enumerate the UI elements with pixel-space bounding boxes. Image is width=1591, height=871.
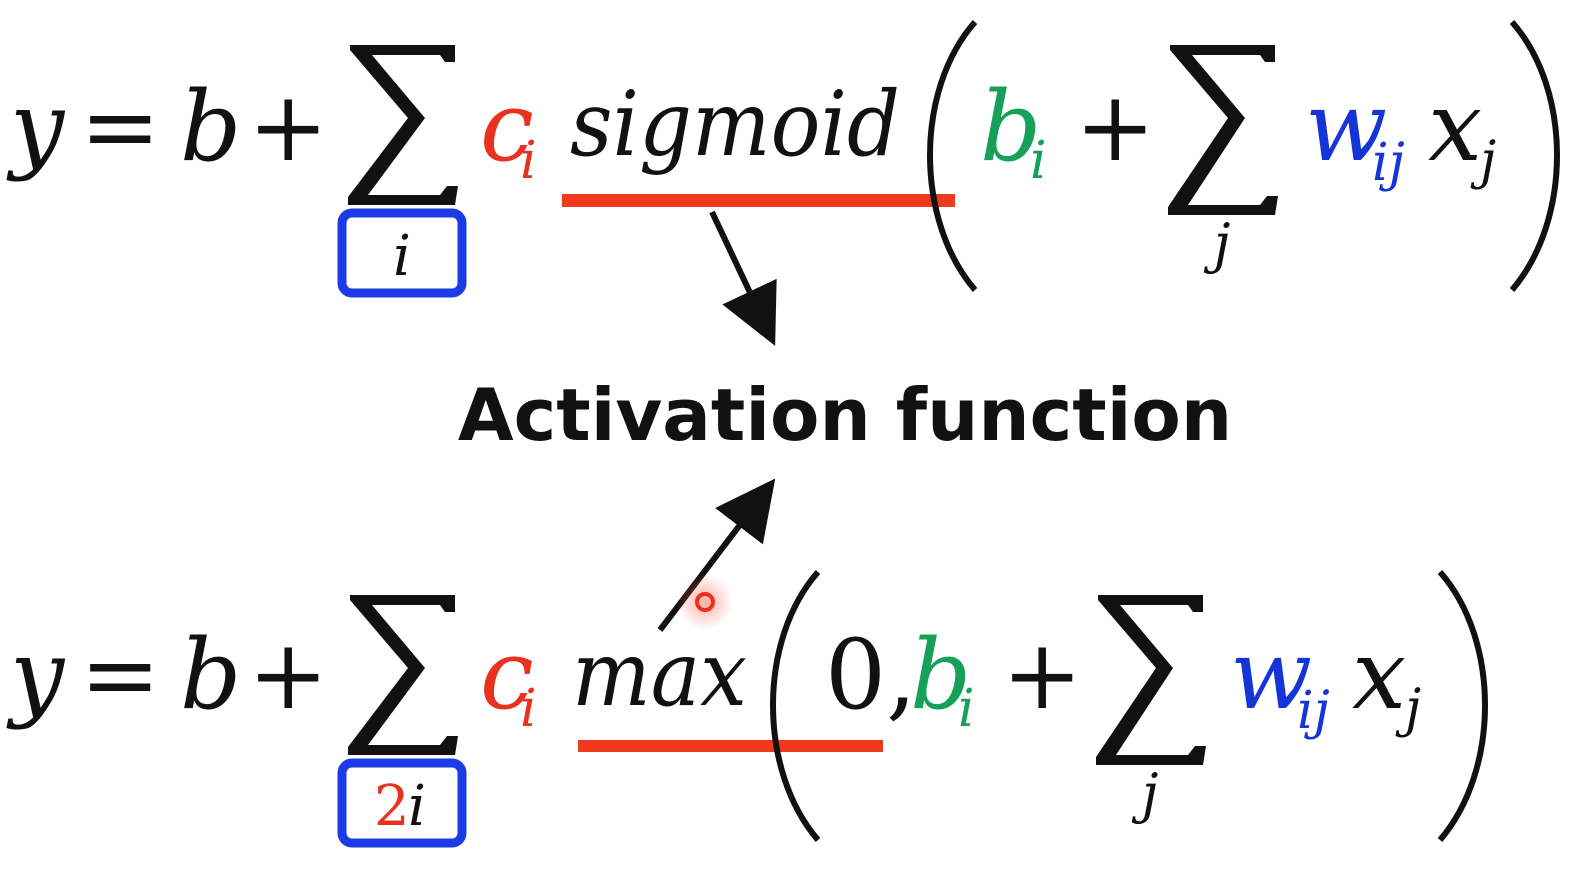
right-paren [1509, 20, 1560, 292]
equation-relu: y = b + 2 i c i max 0, b i + j w ij x j [6, 570, 1488, 848]
right-paren [1437, 570, 1488, 842]
laser-pointer-icon [677, 574, 733, 630]
arrow-down-to-label [709, 210, 777, 346]
sum-index-2: 2 [374, 774, 410, 839]
var-b-i-subscript: i [1030, 131, 1047, 191]
var-b-i-subscript: i [958, 679, 975, 739]
equals-sign: = [80, 71, 160, 183]
left-paren [770, 570, 821, 842]
inner-sum-index-j: j [1132, 762, 1159, 825]
sigmoid-underline [562, 194, 955, 207]
function-sigmoid: sigmoid [570, 72, 900, 177]
var-b-i: b [980, 71, 1041, 183]
var-x: x [1428, 71, 1482, 183]
activation-function-label: Activation function [458, 373, 1232, 457]
inner-summation-symbol [1096, 595, 1206, 765]
sum-index-box [337, 758, 467, 848]
var-b-i: b [910, 619, 971, 731]
max-underline [578, 740, 883, 752]
left-paren [927, 20, 978, 292]
var-w: w [1230, 619, 1312, 731]
var-c-subscript: i [520, 131, 537, 191]
var-c: c [480, 71, 534, 183]
sum-index-i: i [408, 774, 426, 839]
plus-sign-inner: + [1075, 71, 1155, 183]
var-c-subscript: i [520, 679, 537, 739]
var-y: y [6, 71, 66, 183]
inner-sum-index-j: j [1204, 212, 1231, 275]
plus-sign-inner: + [1002, 619, 1082, 731]
var-w-subscript: ij [1372, 133, 1405, 193]
inner-summation-symbol [1168, 45, 1278, 215]
summation-symbol [348, 595, 458, 755]
var-c: c [480, 619, 534, 731]
var-y: y [6, 619, 66, 731]
plus-sign: + [248, 619, 328, 731]
var-b: b [180, 71, 241, 183]
plus-sign: + [248, 71, 328, 183]
sum-index-box [337, 208, 467, 298]
summation-symbol [348, 45, 458, 205]
zero-argument: 0, [825, 619, 917, 731]
equation-sigmoid: y = b + i c i sigmoid b i + j w ij x j [6, 20, 1560, 298]
function-max: max [572, 622, 747, 727]
var-b: b [180, 619, 241, 731]
var-x: x [1352, 619, 1406, 731]
var-w-subscript: ij [1297, 681, 1330, 741]
equals-sign: = [80, 619, 160, 731]
var-w: w [1305, 71, 1387, 183]
sum-index-i: i [393, 224, 411, 289]
